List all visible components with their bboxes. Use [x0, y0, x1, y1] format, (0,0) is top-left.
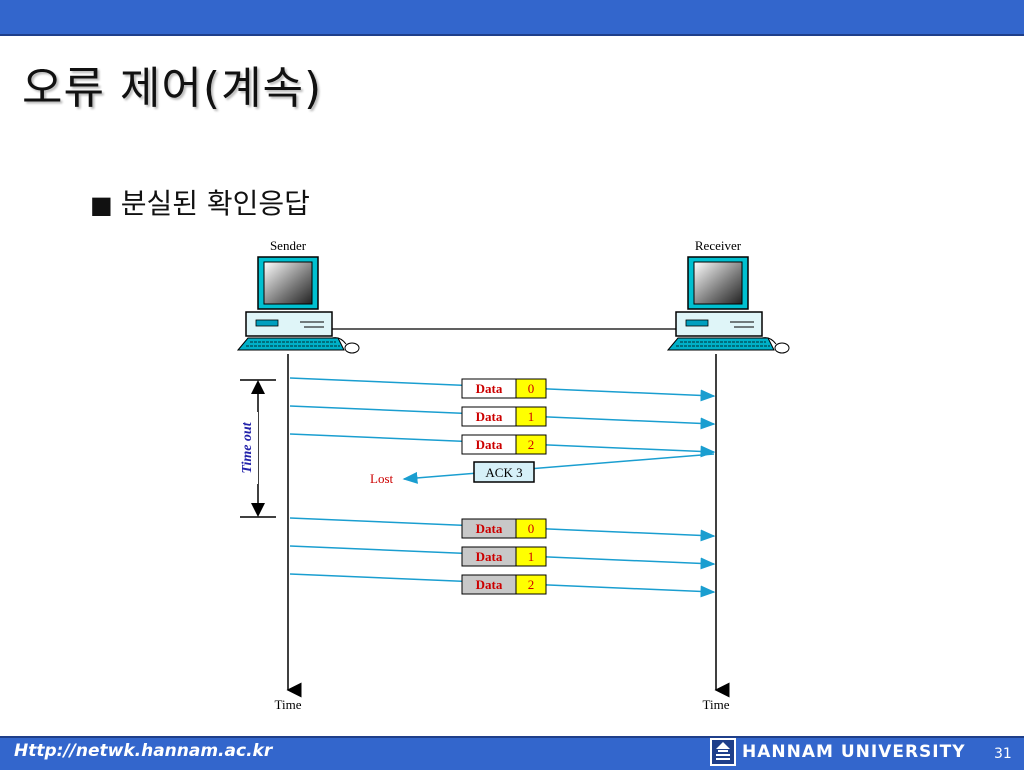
- frame-label: Data: [476, 577, 503, 592]
- data-frame-0: Data 0: [461, 378, 547, 399]
- top-bar: [0, 0, 1024, 36]
- data-frame-1: Data 1: [461, 406, 547, 427]
- lost-ack-diagram: Sender Receiver Time Time: [236, 238, 790, 712]
- receiver-computer-icon: [666, 256, 790, 354]
- bullet-text: 분실된 확인응답: [120, 187, 310, 220]
- resent-frame-2: Data 2: [461, 574, 547, 595]
- data-frame-2: Data 2: [461, 434, 547, 455]
- bullet-square-icon: ■: [90, 191, 113, 219]
- sender-label: Sender: [270, 238, 307, 253]
- page-number: 31: [994, 746, 1012, 762]
- time-label-left: Time: [275, 697, 302, 712]
- bottom-bar: [0, 736, 1024, 770]
- footer-url-link[interactable]: Http://netwk.hannam.ac.kr: [14, 741, 273, 761]
- time-label-right: Time: [703, 697, 730, 712]
- frame-label: Data: [476, 437, 503, 452]
- frame-seq: 0: [528, 381, 535, 396]
- receiver-label: Receiver: [695, 238, 742, 253]
- timeout-label: Time out: [240, 421, 255, 473]
- resent-frame-1: Data 1: [461, 546, 547, 567]
- frame-seq: 1: [528, 409, 535, 424]
- frame-label: Data: [476, 409, 503, 424]
- university-logo-icon: [710, 738, 736, 766]
- frame-label: Data: [476, 521, 503, 536]
- sender-computer-icon: [236, 256, 360, 354]
- lost-label: Lost: [370, 471, 394, 486]
- frame-label: Data: [476, 381, 503, 396]
- ack-label: ACK 3: [485, 465, 522, 480]
- ack-frame: ACK 3: [473, 461, 535, 483]
- frame-seq: 0: [528, 521, 535, 536]
- frame-seq: 1: [528, 549, 535, 564]
- ack-arrow-lost: [402, 453, 715, 484]
- resent-frame-0: Data 0: [461, 518, 547, 539]
- frame-label: Data: [476, 549, 503, 564]
- university-name: HANNAM UNIVERSITY: [742, 742, 966, 762]
- frame-seq: 2: [528, 437, 535, 452]
- timeout-indicator: Time out: [238, 379, 276, 518]
- bullet-item: ■분실된 확인응답: [90, 182, 310, 222]
- frame-seq: 2: [528, 577, 535, 592]
- slide-title: 오류 제어(계속): [22, 63, 323, 114]
